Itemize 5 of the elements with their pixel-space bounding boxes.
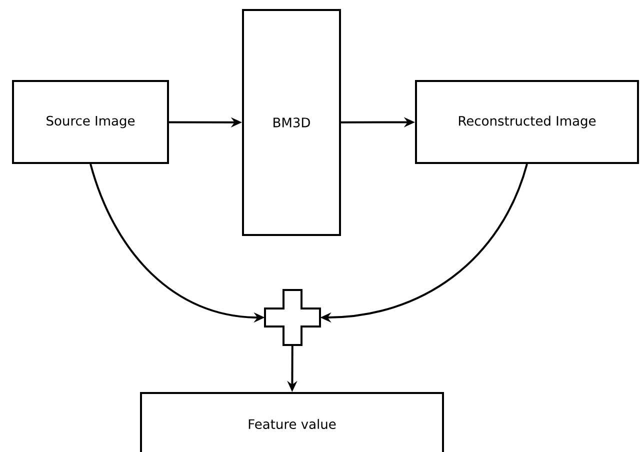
plus-sign bbox=[264, 289, 321, 346]
process-box: Reconstructed Image bbox=[415, 80, 639, 164]
process-box: BM3D bbox=[242, 9, 341, 236]
process-box: Source Image bbox=[12, 80, 169, 164]
process-box: Feature value bbox=[140, 392, 444, 452]
